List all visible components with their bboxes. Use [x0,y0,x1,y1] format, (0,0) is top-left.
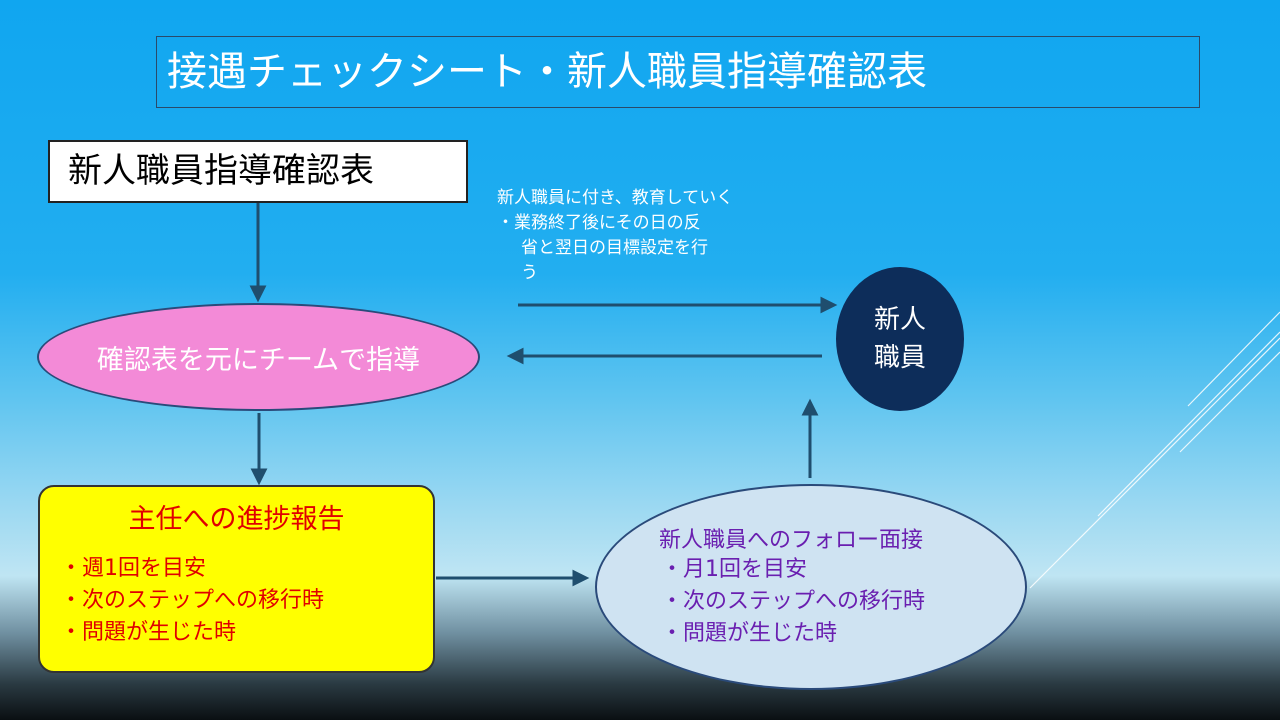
followup-interview-heading: 新人職員へのフォロー面接 [659,528,924,553]
team-instruction-label: 確認表を元にチームで指導 [96,344,421,376]
new-staff-node: 新人 職員 [836,267,964,411]
chief-report-node: 主任への進捗報告 ・週1回を目安 ・次のステップへの移行時 ・問題が生じた時 [38,485,435,673]
arrowhead-staff-to-team [506,347,524,365]
annotation-line: 省と翌日の目標設定を行 [521,238,708,258]
followup-interview-node: 新人職員へのフォロー面接 ・月1回を目安 ・次のステップへの移行時 ・問題が生じ… [595,484,1027,690]
slide-title: 接遇チェックシート・新人職員指導確認表 [156,36,1200,108]
training-annotation: 新人職員に付き、教育していく ・業務終了後にその日の反 省と翌日の目標設定を行 … [497,186,797,286]
annotation-line: 新人職員に付き、教育していく [497,188,734,208]
arrowhead-team-to-staff [820,296,838,314]
arrowhead-doc-to-team [249,285,267,303]
list-item: ・次のステップへの移行時 [60,588,325,613]
list-item: ・月1回を目安 [661,557,807,582]
team-instruction-node: 確認表を元にチームで指導 [37,303,480,411]
annotation-line: ・業務終了後にその日の反 [497,213,701,233]
list-item: ・問題が生じた時 [661,621,838,646]
arrowhead-followup-to-staff [801,398,819,416]
arrowhead-chief-to-followup [572,569,590,587]
decor-line-3 [1097,331,1280,517]
decor-line-1 [1187,311,1280,407]
chief-report-list: ・週1回を目安 ・次のステップへの移行時 ・問題が生じた時 [60,553,324,649]
decor-line-2 [1179,351,1280,453]
arrowhead-team-to-chief [250,468,268,486]
guidance-checklist-box: 新人職員指導確認表 [48,140,468,203]
decor-line-4 [1029,337,1280,589]
list-item: ・問題が生じた時 [60,620,237,645]
chief-report-heading: 主任への進捗報告 [128,504,345,535]
list-item: ・次のステップへの移行時 [661,589,926,614]
new-staff-label-line1: 新人 [873,305,926,335]
list-item: ・週1回を目安 [60,556,206,581]
annotation-line: う [521,263,538,283]
new-staff-label-line2: 職員 [873,343,926,373]
followup-interview-list: ・月1回を目安 ・次のステップへの移行時 ・問題が生じた時 [661,554,925,650]
